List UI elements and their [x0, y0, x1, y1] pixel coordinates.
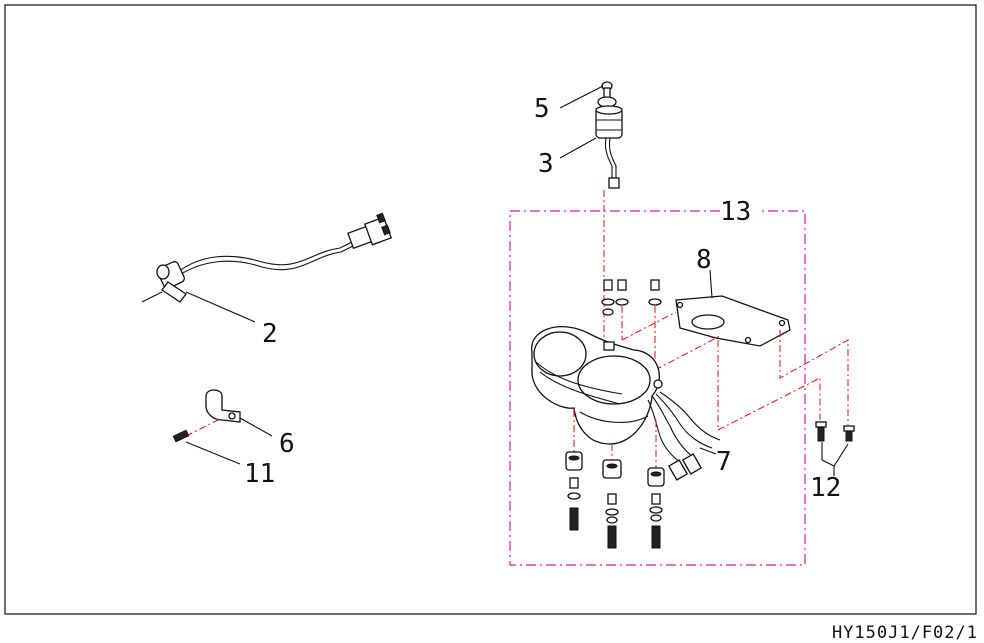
callout-12: 12	[810, 473, 841, 503]
mounting-stack-left	[565, 410, 583, 531]
sensor-cable-part-2	[141, 212, 392, 323]
bulb-socket-part-3	[559, 105, 623, 189]
callout-13: 13	[720, 197, 751, 227]
callout-6: 6	[279, 429, 295, 459]
screw-part-11	[172, 417, 241, 465]
mounting-bracket-part-8	[675, 269, 791, 347]
assembly-boundary-part-13	[509, 210, 806, 566]
callout-7: 7	[716, 447, 732, 477]
wiring-harness-part-7	[647, 391, 721, 481]
meter-housing	[531, 326, 663, 445]
bolts-part-12	[815, 421, 855, 476]
callout-5: 5	[534, 94, 550, 124]
drawing-frame	[4, 4, 977, 615]
mounting-stack-right	[647, 420, 665, 549]
clamp-part-6	[205, 389, 273, 437]
bulb-cap-part-5	[559, 81, 617, 109]
callout-8: 8	[696, 245, 712, 275]
top-nuts-washers	[601, 279, 662, 370]
callout-11: 11	[244, 459, 275, 489]
callout-2: 2	[262, 319, 278, 349]
bracket-centerlines	[621, 311, 849, 431]
mounting-stack-center	[602, 444, 622, 549]
drawing-code: HY150J1/F02/1	[831, 623, 978, 643]
callout-3: 3	[538, 149, 554, 179]
